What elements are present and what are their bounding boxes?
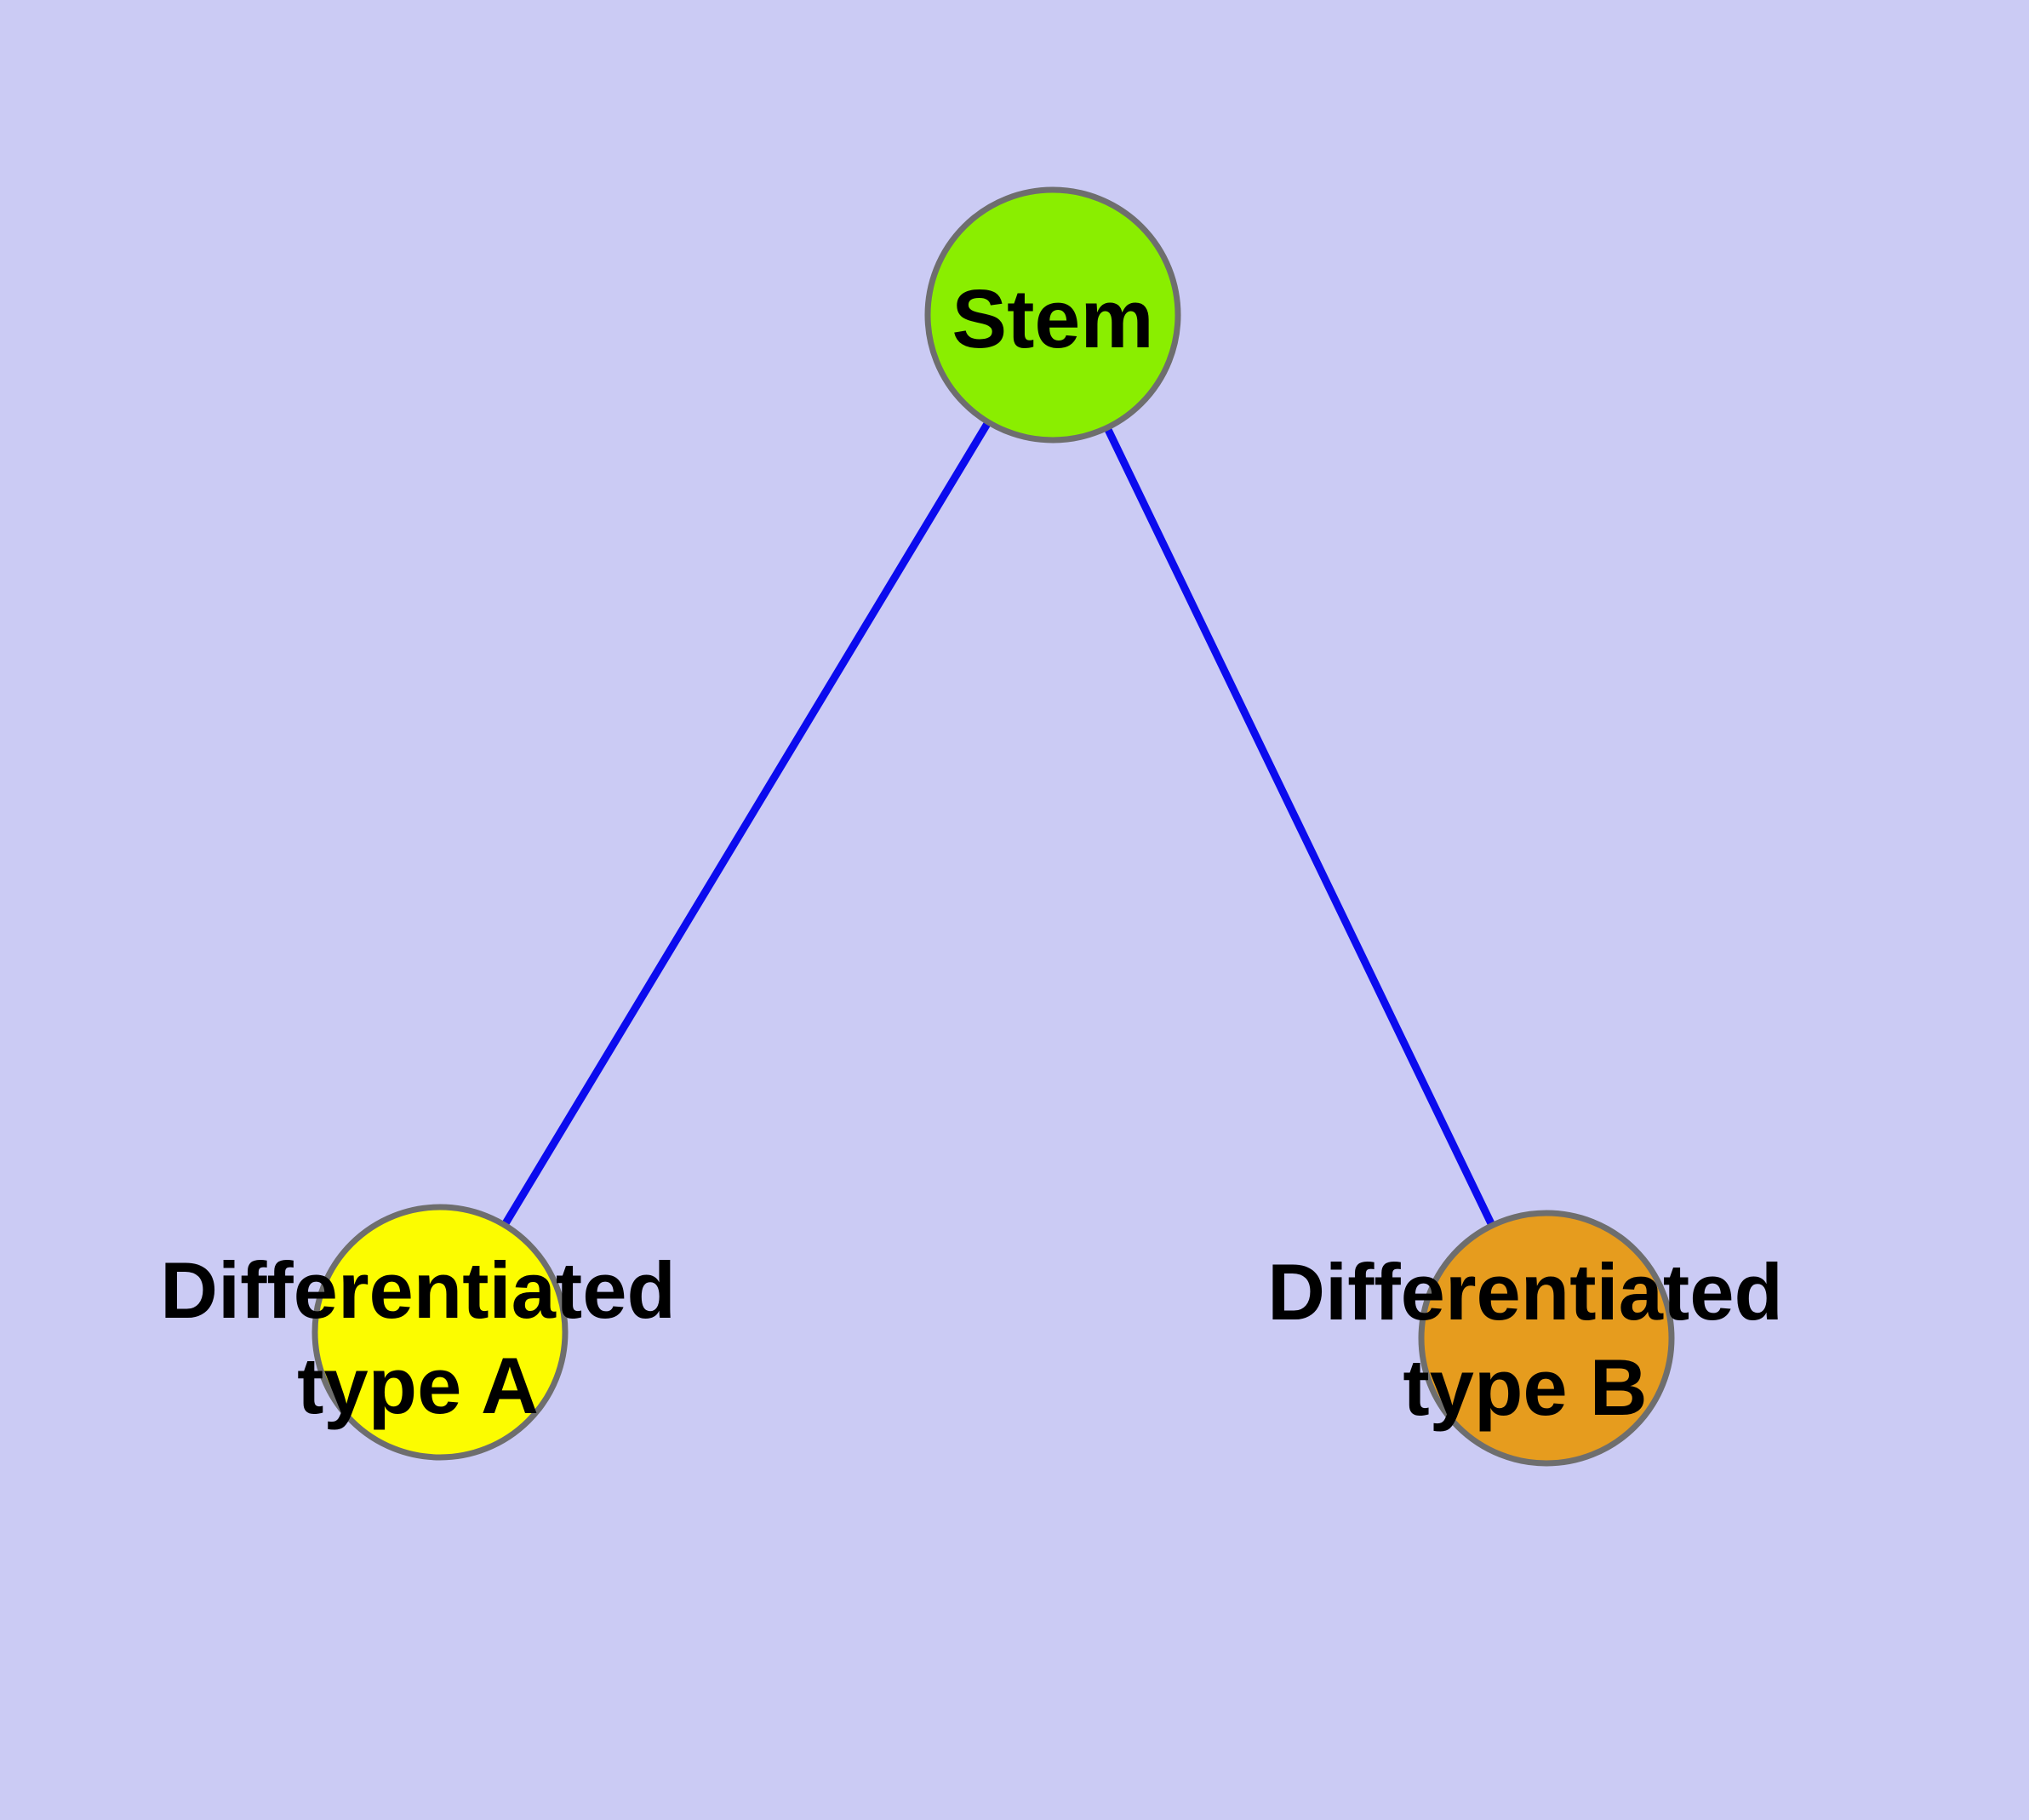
node-differentiated-type-a bbox=[311, 1204, 569, 1461]
node-type-b-label-line-1: Differentiated bbox=[1267, 1247, 1783, 1336]
node-type-a-label-line-2: type A bbox=[297, 1341, 539, 1430]
node-stem-label: Stem bbox=[952, 272, 1153, 365]
node-type-a-label-line-1: Differentiated bbox=[160, 1245, 676, 1335]
node-differentiated-type-b bbox=[1418, 1210, 1675, 1467]
node-stem bbox=[924, 186, 1181, 444]
node-type-b-label-line-2: type B bbox=[1403, 1342, 1647, 1432]
edge-stem-to-type-b bbox=[1049, 313, 1551, 1340]
edge-stem-to-type-a bbox=[437, 312, 1056, 1335]
